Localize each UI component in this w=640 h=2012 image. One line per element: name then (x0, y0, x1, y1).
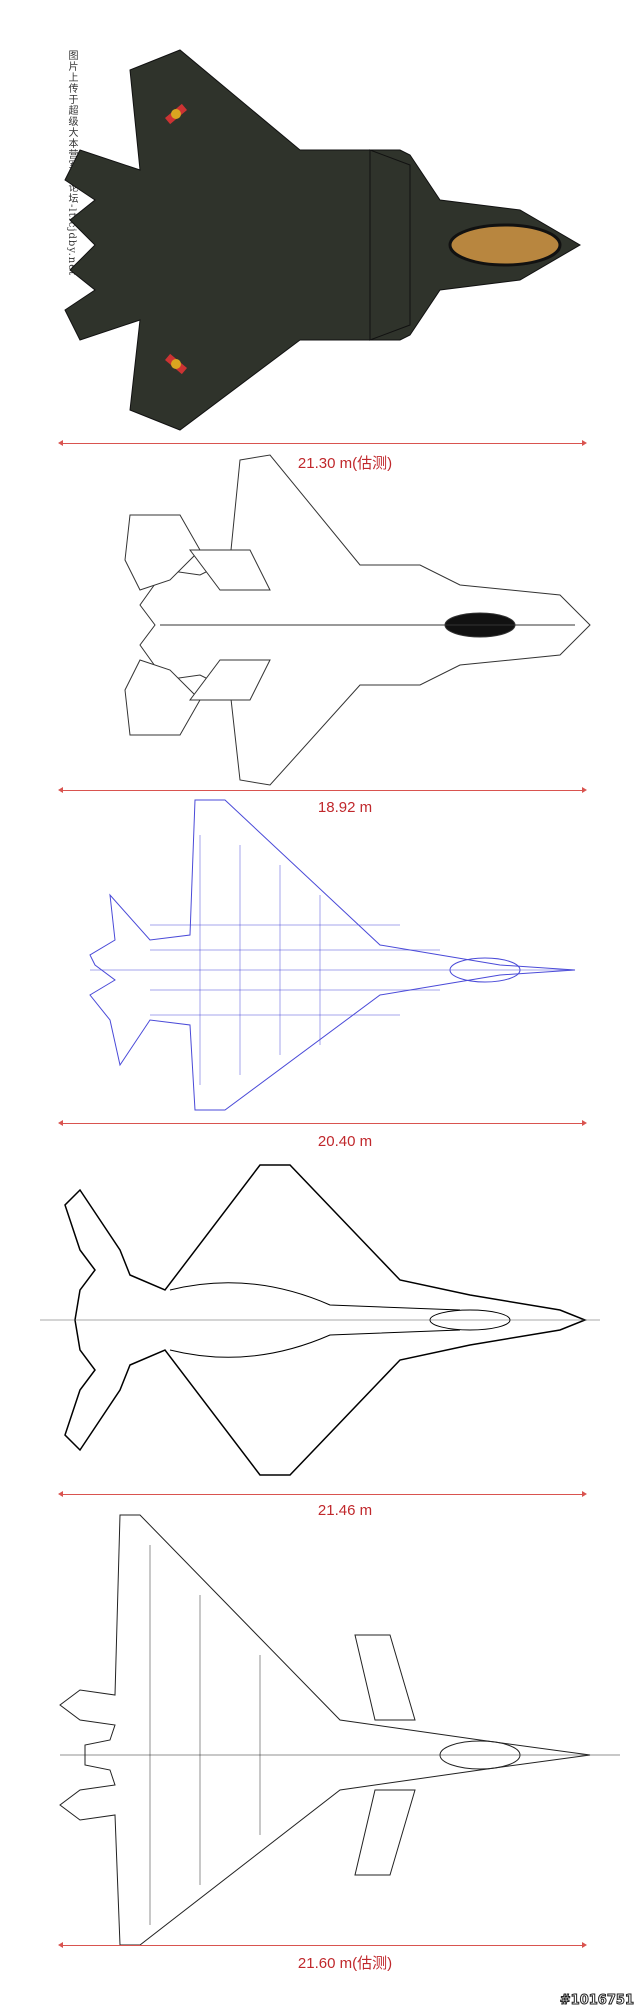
credit-text: 图片上传于超级大本营军事论坛-lt.cjdby.net (66, 50, 77, 277)
line-drawing-top-view: 18.92 m (0, 440, 640, 816)
length-label: 21.46 m (317, 1502, 373, 1519)
watermark: #1016751 (559, 1993, 634, 2009)
dimension-line (58, 787, 587, 793)
blue-wireframe-top-view: 20.40 m (0, 795, 640, 1150)
length-label: 21.30 m(估测) (297, 455, 393, 472)
length-label: 21.60 m(估测) (297, 1955, 393, 1972)
dimension-line (58, 440, 587, 446)
length-label: 18.92 m (317, 799, 373, 816)
outline-top-view: 21.46 m (0, 1160, 640, 1519)
dimension-line (58, 1942, 587, 1948)
detailed-line-top-view: 21.60 m(估测) (0, 1505, 640, 1985)
painted-top-view: 21.30 m(估测) (0, 0, 640, 472)
dimension-line (58, 1120, 587, 1126)
length-label: 20.40 m (317, 1133, 373, 1150)
dimension-line (58, 1491, 587, 1497)
